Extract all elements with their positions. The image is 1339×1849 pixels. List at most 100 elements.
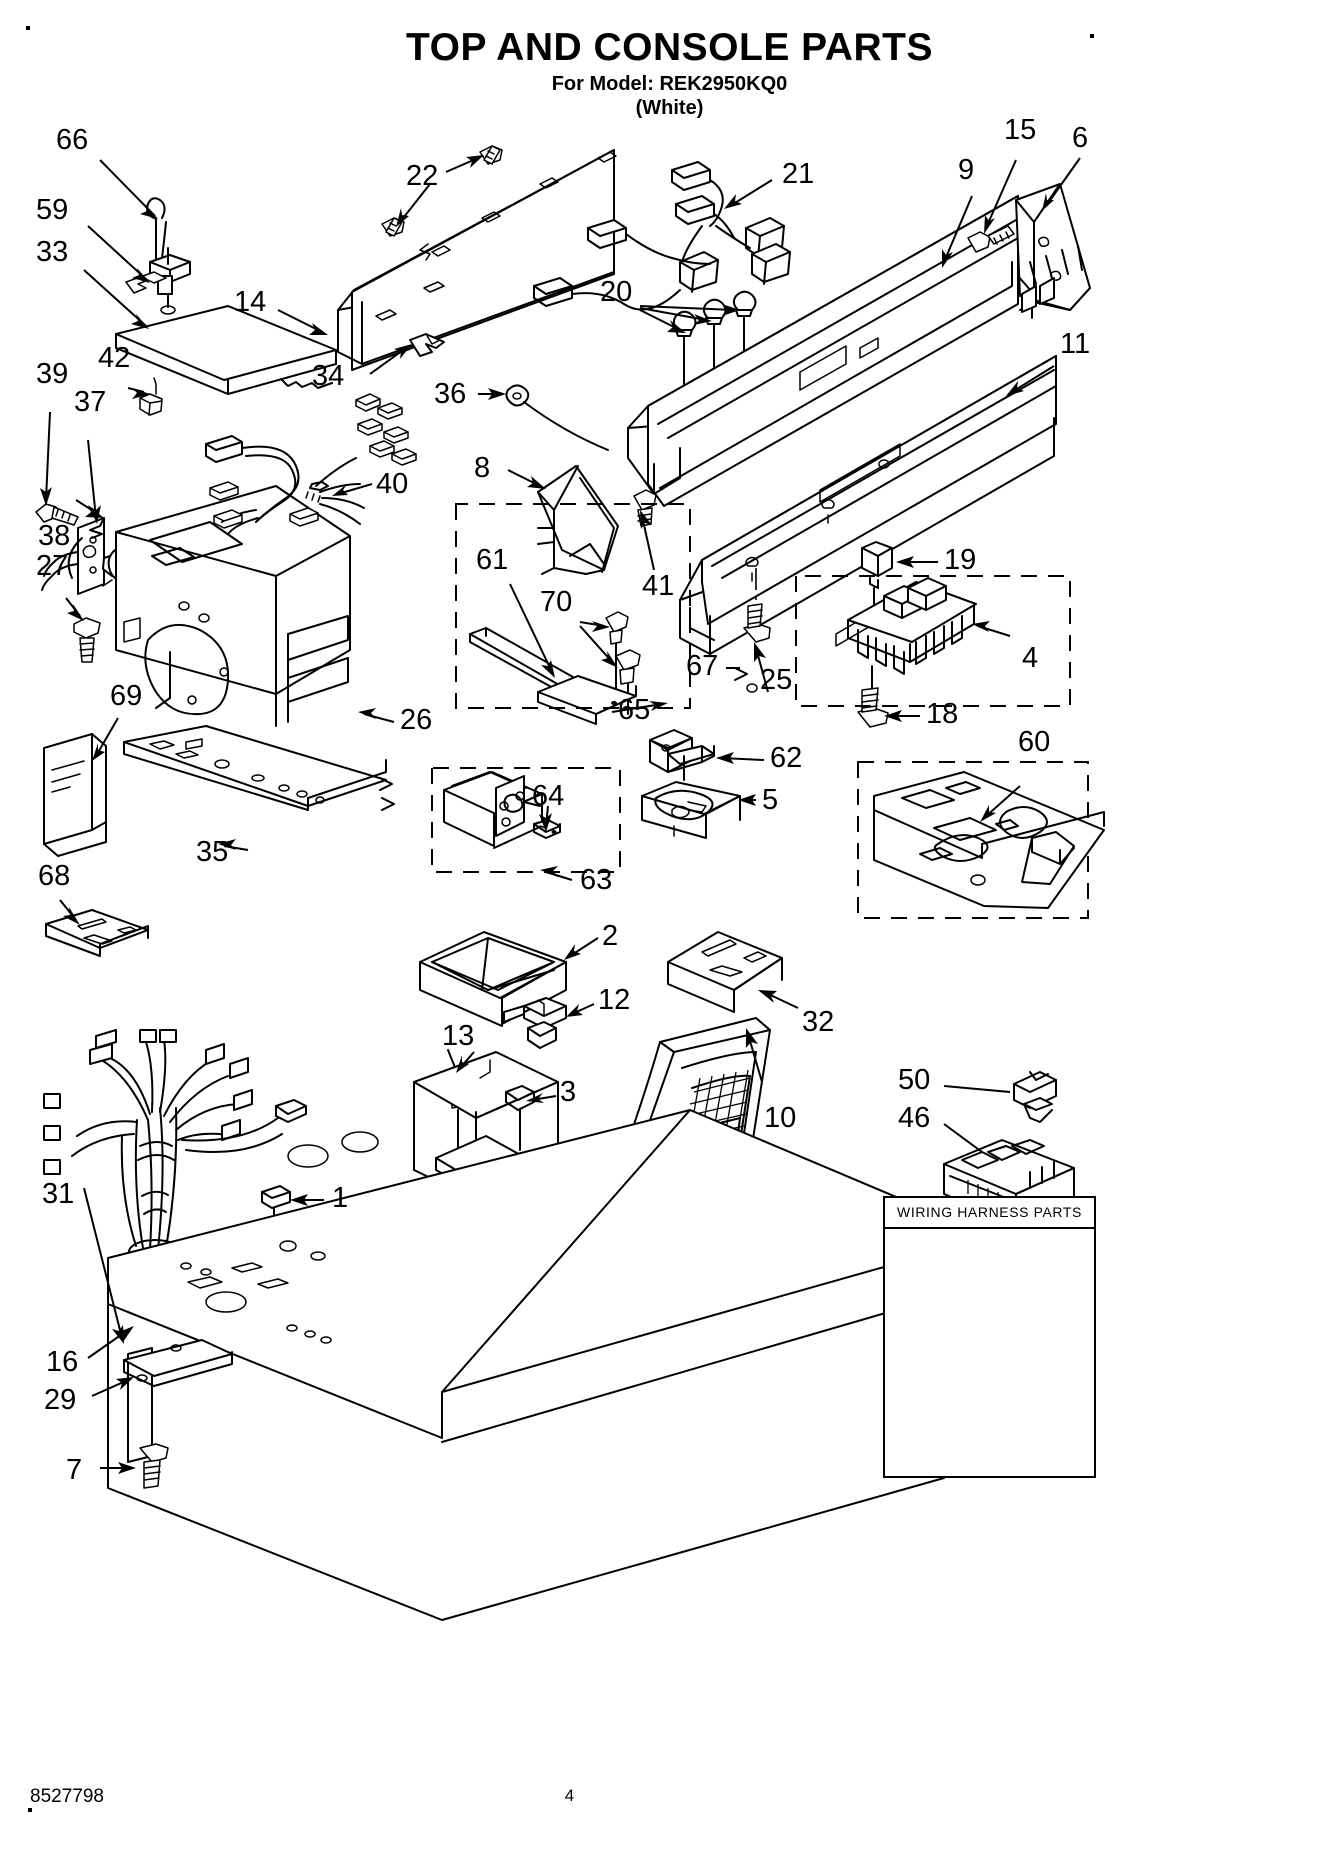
callout-8: 8 [474, 452, 491, 484]
part-62-catch [649, 729, 715, 773]
callout-65: 65 [618, 694, 651, 726]
model-line: For Model: REK2950KQ0 [551, 73, 788, 95]
callout-50: 50 [898, 1064, 931, 1096]
callout-59: 59 [36, 194, 69, 226]
page-title: TOP AND CONSOLE PARTS [406, 26, 933, 69]
part-37-bracket [41, 517, 105, 595]
part-9-console-cover [627, 195, 1019, 507]
dashed-group-67 [455, 503, 691, 709]
part-66-clip [146, 197, 167, 260]
part-25-screw [743, 568, 771, 643]
part-7-screw [139, 1443, 169, 1489]
footer-part-code: 8527798 [30, 1786, 104, 1807]
part-42-nut [139, 377, 163, 416]
wiring-harness-title: WIRING HARNESS PARTS [897, 1203, 1082, 1220]
callout-2: 2 [602, 920, 619, 952]
callout-21: 21 [782, 158, 815, 190]
part-31-main-harness [43, 1029, 307, 1265]
part-32-cover-plate [667, 931, 783, 1013]
callout-33: 33 [36, 236, 69, 268]
part-15-screw [967, 225, 1015, 253]
leader-lines [40, 155, 1081, 1474]
callout-60: 60 [1018, 726, 1051, 758]
callout-40: 40 [376, 468, 409, 500]
part-60-latch-assembly [873, 771, 1105, 909]
part-50-clip [1013, 1071, 1057, 1123]
callout-11: 11 [1060, 328, 1091, 360]
callout-66: 66 [56, 124, 89, 156]
part-21-harness [533, 161, 791, 311]
callout-35: 35 [196, 836, 229, 868]
part-27-screw [73, 617, 101, 663]
part-2-top-cover [419, 931, 567, 1027]
part-34-clip [409, 333, 445, 357]
callout-4: 4 [1022, 642, 1039, 674]
callout-1: 1 [332, 1182, 349, 1214]
part-70-screws [605, 611, 641, 715]
callout-14: 14 [234, 286, 267, 318]
callout-16: 16 [46, 1346, 79, 1378]
part-5-lid-pan [641, 755, 741, 839]
callout-25: 25 [760, 664, 793, 696]
callout-6: 6 [1072, 122, 1089, 154]
callout-63: 63 [580, 864, 613, 896]
callout-42: 42 [98, 342, 131, 374]
dashed-group-60 [857, 761, 1089, 919]
callout-39: 39 [36, 358, 69, 390]
callout-27: 27 [36, 550, 69, 582]
part-39-screw [35, 503, 79, 526]
callout-12: 12 [598, 984, 631, 1016]
footer-page-number: 4 [564, 1786, 575, 1805]
model-variant: (White) [635, 97, 704, 119]
part-26-console-housing [115, 485, 351, 727]
register-mark-top-right [1090, 34, 1094, 38]
part-6-end-cap [1015, 183, 1091, 319]
part-11-console-rail [679, 355, 1057, 693]
register-mark-bottom-left [28, 1808, 32, 1812]
part-33-console-panel [115, 305, 337, 395]
callout-41: 41 [642, 570, 675, 602]
callout-19: 19 [944, 544, 977, 576]
callout-10: 10 [764, 1102, 797, 1134]
callout-67: 67 [686, 650, 719, 682]
callout-61: 61 [476, 544, 509, 576]
part-14-console-shell [337, 149, 617, 371]
callout-7: 7 [66, 1454, 83, 1486]
register-mark-top-left [26, 26, 30, 30]
part-40-wire-harness [205, 393, 417, 535]
callout-9: 9 [958, 154, 975, 186]
callout-64: 64 [532, 780, 565, 812]
dash-pointer-63 [381, 797, 395, 811]
part-35-console-bracket [123, 725, 387, 811]
callout-29: 29 [44, 1384, 77, 1416]
part-4-switch-assembly [847, 577, 977, 691]
callout-70: 70 [540, 586, 573, 618]
part-59-switch [125, 247, 191, 315]
callout-69: 69 [110, 680, 143, 712]
part-18-screw [857, 687, 889, 728]
part-12-clip [503, 997, 567, 1049]
part-69-instructions [43, 733, 107, 857]
callout-13: 13 [442, 1020, 475, 1052]
callout-18: 18 [926, 698, 959, 730]
callout-31: 31 [42, 1178, 75, 1210]
wiring-harness-title-bar: WIRING HARNESS PARTS [883, 1196, 1096, 1229]
dashed-group-4 [795, 575, 1071, 707]
callout-62: 62 [770, 742, 803, 774]
callout-3: 3 [560, 1076, 577, 1108]
callout-32: 32 [802, 1006, 835, 1038]
dashed-group-63 [431, 767, 621, 873]
part-8-end-cap [537, 465, 619, 575]
callout-22: 22 [406, 160, 439, 192]
callout-37: 37 [74, 386, 107, 418]
callout-68: 68 [38, 860, 71, 892]
part-36-grommet [505, 384, 609, 451]
callout-15: 15 [1004, 114, 1037, 146]
dash-pointer-67 [734, 667, 748, 681]
callout-34: 34 [312, 360, 345, 392]
callout-5: 5 [762, 784, 779, 816]
callout-26: 26 [400, 704, 433, 736]
cooktop-main-panel [107, 1109, 947, 1621]
